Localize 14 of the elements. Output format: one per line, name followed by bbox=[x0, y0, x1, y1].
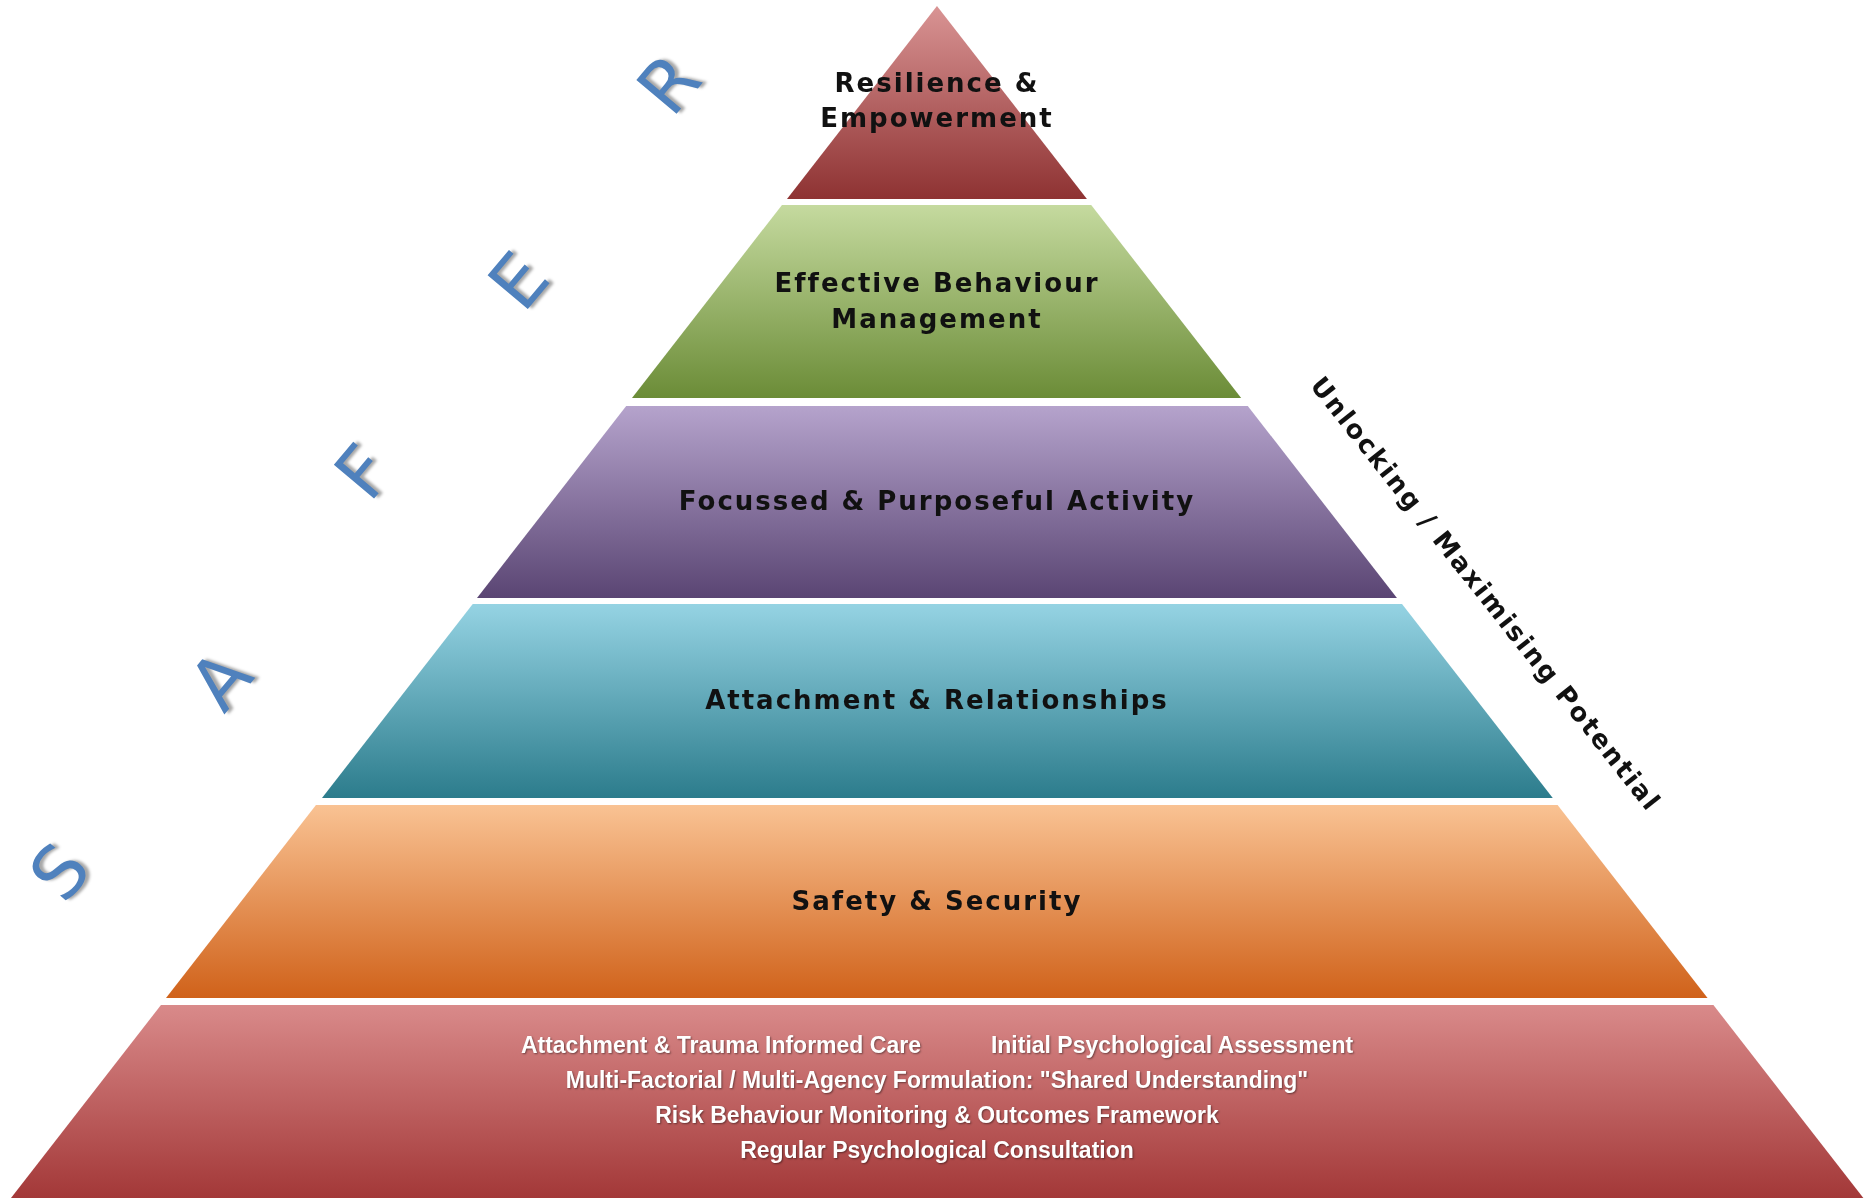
tier-label: Focussed & Purposeful Activity bbox=[678, 485, 1196, 519]
tier-label: Multi-Factorial / Multi-Agency Formulation: "Shared Understanding" bbox=[565, 1066, 1309, 1095]
tier-label: Initial Psychological Assessment bbox=[990, 1031, 1354, 1060]
tier-label: Effective Behaviour Management bbox=[773, 267, 1101, 336]
tier-label: Risk Behaviour Monitoring & Outcomes Framework bbox=[655, 1101, 1219, 1130]
tier-label: Safety & Security bbox=[791, 884, 1083, 918]
acronym-letter: R bbox=[620, 37, 718, 131]
acronym-letter: A bbox=[173, 634, 269, 726]
tier-label: Attachment & Relationships bbox=[705, 684, 1169, 718]
acronym-letter: F bbox=[318, 429, 410, 515]
tier-label: Attachment & Trauma Informed Care bbox=[520, 1031, 921, 1060]
tier-label: Regular Psychological Consultation bbox=[740, 1136, 1134, 1165]
acronym-letter: S bbox=[13, 827, 107, 917]
acronym-letter: E bbox=[472, 236, 566, 326]
